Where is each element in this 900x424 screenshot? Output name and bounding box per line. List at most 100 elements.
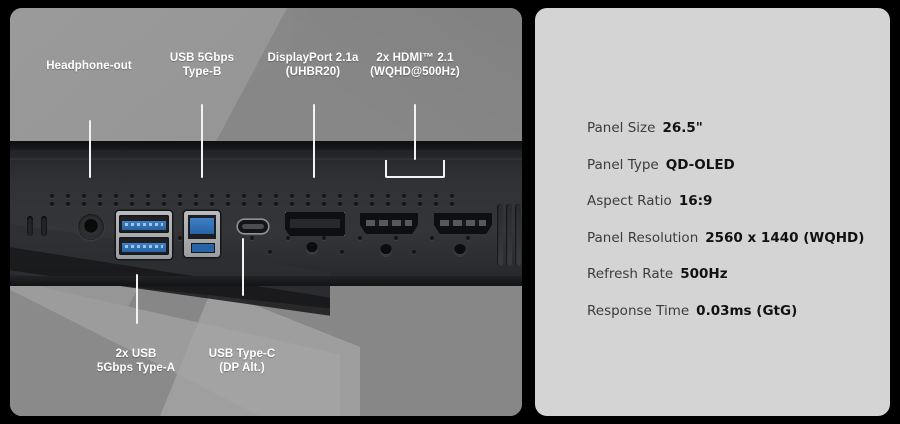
usb-a-port-upper xyxy=(119,215,169,233)
perforation-dot xyxy=(340,250,344,254)
leader-line-usb-type-c xyxy=(242,238,244,296)
leader-bracket-hdmi xyxy=(385,160,445,178)
chassis-bottom-lip xyxy=(10,276,522,286)
displayport-port xyxy=(285,212,345,236)
perforation-dot xyxy=(354,202,358,206)
leader-line-headphone-out xyxy=(89,120,91,178)
perforation-dot xyxy=(402,202,406,206)
perforation-dot xyxy=(162,194,166,198)
leader-line-usb-type-a xyxy=(136,274,138,324)
callout-hdmi: 2x HDMI™ 2.1 (WQHD@500Hz) xyxy=(370,52,460,78)
perforation-dot xyxy=(450,202,454,206)
chassis-side-slots xyxy=(27,216,53,238)
perforation-dot xyxy=(66,202,70,206)
perforation-dot xyxy=(412,250,416,254)
headphone-jack-port xyxy=(78,214,104,240)
chassis-vents xyxy=(497,204,522,266)
spec-row: Refresh Rate 500Hz xyxy=(587,266,878,282)
usb-b-opening xyxy=(188,215,216,239)
spec-label: Response Time xyxy=(587,302,690,319)
usb-a-tongue xyxy=(122,243,166,252)
perforation-dot xyxy=(386,202,390,206)
spec-value: 0.03ms (GtG) xyxy=(696,302,798,319)
perforation-dot xyxy=(178,236,182,240)
chassis-vent-slot xyxy=(497,204,503,266)
spec-value: QD-OLED xyxy=(665,156,735,173)
perforation-dot xyxy=(98,194,102,198)
spec-value: 2560 x 1440 (WQHD) xyxy=(705,229,865,246)
perforation-dot xyxy=(242,194,246,198)
callout-usb-type-a: 2x USB 5Gbps Type-A xyxy=(96,348,176,374)
perforation-dot xyxy=(394,236,398,240)
chassis-top-lip xyxy=(10,141,522,150)
perforation-dot xyxy=(268,250,272,254)
spec-label: Aspect Ratio xyxy=(587,193,672,209)
perforation-dot xyxy=(418,194,422,198)
chassis-side-slot xyxy=(27,216,33,236)
perforation-dot xyxy=(354,194,358,198)
usb-a-port-lower xyxy=(119,237,169,255)
perforation-dot xyxy=(258,194,262,198)
perforation-dot xyxy=(82,202,86,206)
perforation-dot xyxy=(146,194,150,198)
chassis-vent-slot xyxy=(506,204,512,266)
screw-hole xyxy=(380,244,392,256)
perforation-dot xyxy=(242,202,246,206)
usb-b-port xyxy=(184,211,220,257)
screw-hole xyxy=(306,242,318,254)
perforation-dot xyxy=(162,202,166,206)
perforation-dot xyxy=(114,194,118,198)
perforation-dot xyxy=(130,202,134,206)
perforation-dot xyxy=(274,202,278,206)
perforation-dot xyxy=(386,194,390,198)
perforation-dot xyxy=(258,202,262,206)
perforation-dot xyxy=(466,236,470,240)
perforation-dot xyxy=(358,236,362,240)
leader-line-hdmi xyxy=(414,104,416,160)
perforation-dot xyxy=(338,202,342,206)
perforation-dot xyxy=(210,194,214,198)
perforation-dot xyxy=(194,194,198,198)
perforation-dot xyxy=(338,194,342,198)
monitor-io-photo-panel: Headphone-out USB 5Gbps Type-B DisplayPo… xyxy=(10,8,522,416)
perforation-dot xyxy=(178,202,182,206)
leader-line-displayport xyxy=(313,104,315,178)
perforation-dot xyxy=(114,202,118,206)
perforation-dot xyxy=(306,202,310,206)
perforation-dot xyxy=(146,202,150,206)
perforation-dot xyxy=(434,194,438,198)
perforation-dot xyxy=(434,202,438,206)
perforation-dot xyxy=(226,194,230,198)
perforation-dot xyxy=(290,202,294,206)
chassis-vent-slot xyxy=(515,204,521,266)
perforation-dot xyxy=(306,194,310,198)
screw-hole xyxy=(454,244,466,256)
perforation-dot xyxy=(66,194,70,198)
perforation-grid-upper xyxy=(50,194,470,208)
perforation-dot xyxy=(98,202,102,206)
leader-line-usb-type-b xyxy=(201,104,203,178)
perforation-dot xyxy=(130,194,134,198)
chassis-edge-line xyxy=(10,158,522,160)
callout-usb-type-b: USB 5Gbps Type-B xyxy=(169,52,235,78)
chassis-side-slot xyxy=(41,216,47,236)
perforation-dot xyxy=(178,194,182,198)
spec-row: Response Time 0.03ms (GtG) xyxy=(587,303,878,319)
spec-label: Panel Size xyxy=(587,120,656,136)
perforation-dot xyxy=(430,236,434,240)
perforation-dot xyxy=(274,194,278,198)
spec-label: Refresh Rate xyxy=(587,266,674,282)
perforation-dot xyxy=(370,194,374,198)
perforation-dot xyxy=(226,202,230,206)
usb-c-port xyxy=(238,220,268,233)
spec-value: 500Hz xyxy=(680,266,728,282)
perforation-dot xyxy=(322,194,326,198)
callout-headphone-out: Headphone-out xyxy=(46,60,132,72)
perforation-dot xyxy=(194,202,198,206)
perforation-dot xyxy=(210,202,214,206)
